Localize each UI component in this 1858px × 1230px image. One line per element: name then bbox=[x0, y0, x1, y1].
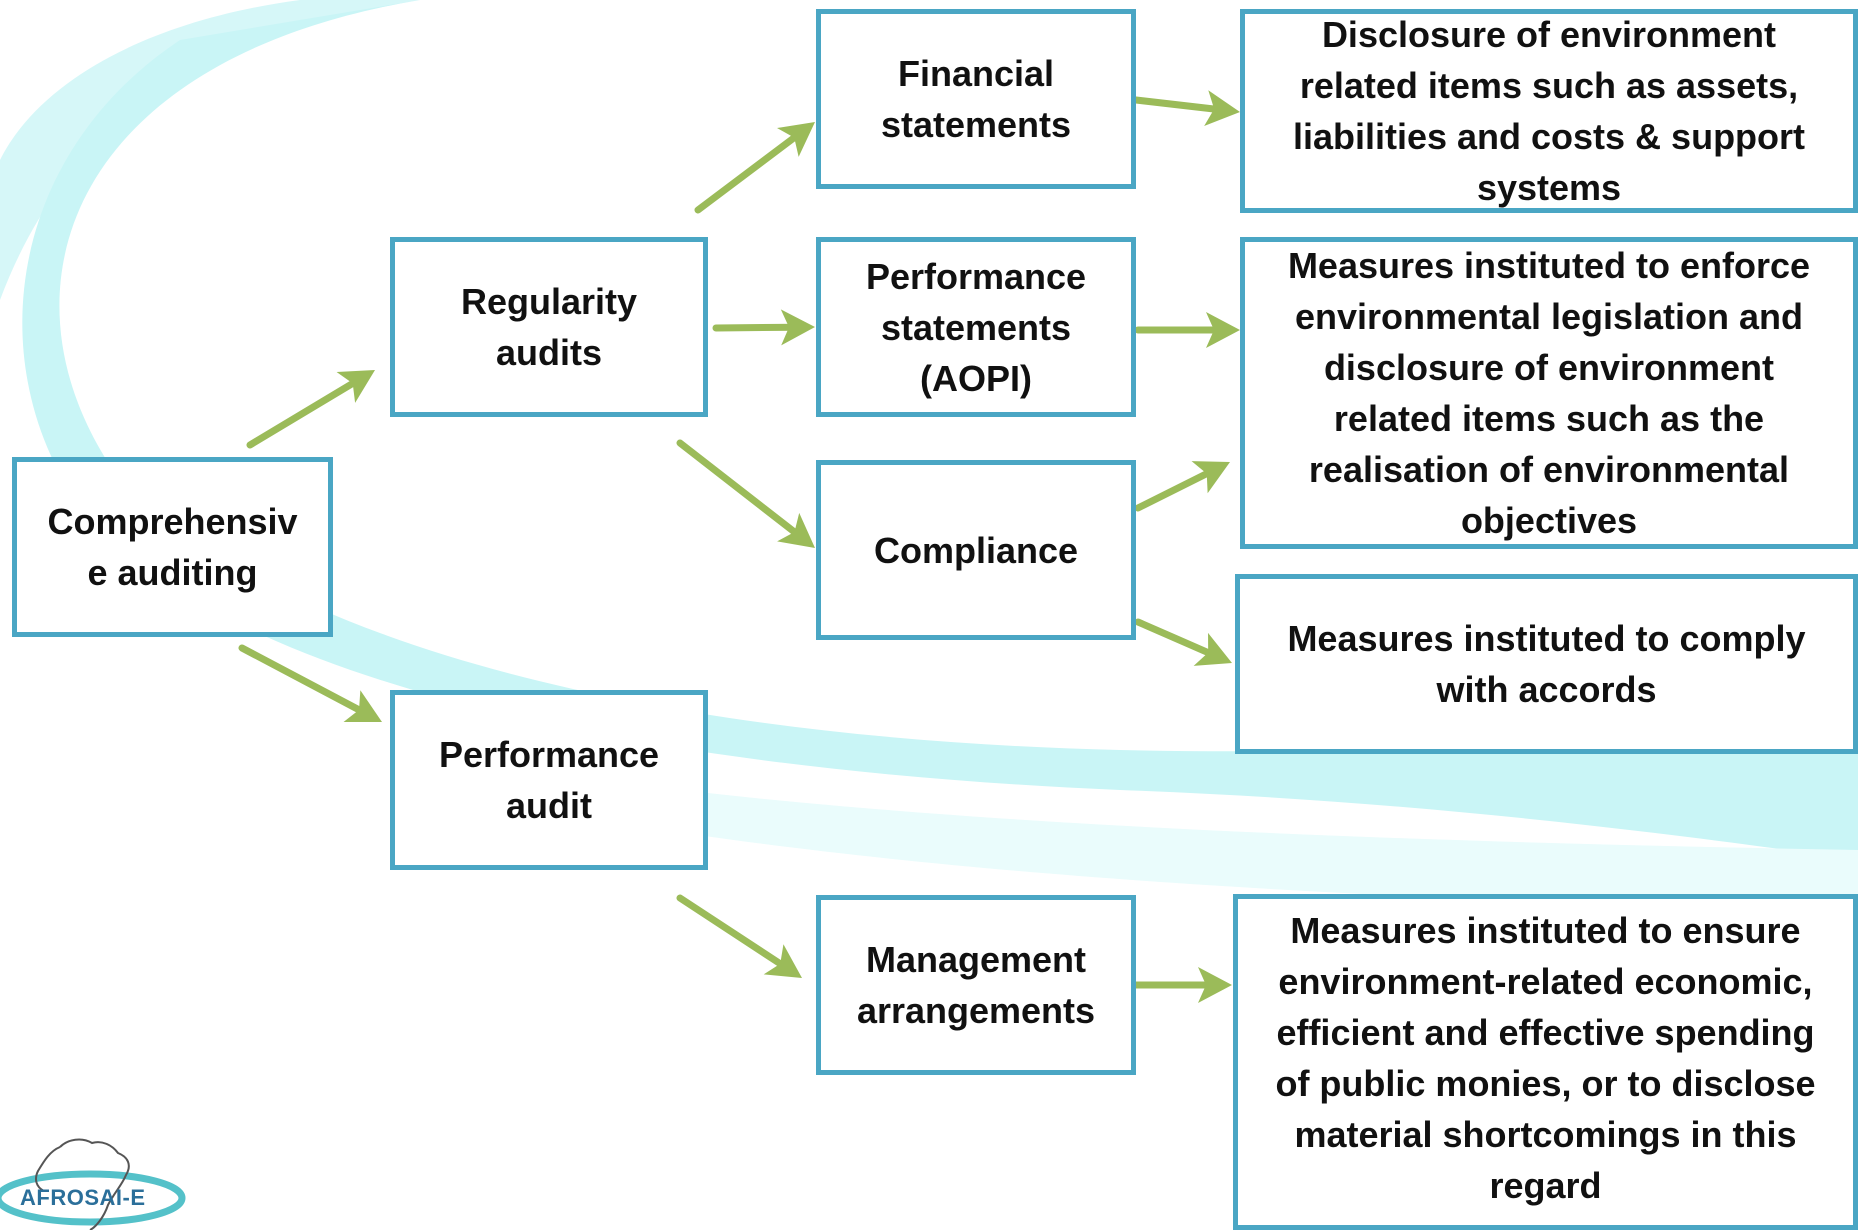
logo-africa-outline bbox=[35, 1138, 130, 1230]
node-comply-with-accords: Measures instituted to comply with accord… bbox=[1235, 574, 1858, 754]
node-line: Management bbox=[865, 939, 1087, 980]
swoosh-band-upper bbox=[0, 0, 420, 300]
node-line: Regularity bbox=[460, 281, 638, 322]
swoosh-band-main bbox=[22, 0, 1858, 860]
node-line: Measures instituted to comply bbox=[1287, 618, 1806, 659]
swoosh-band-lower bbox=[600, 780, 1858, 910]
node-line: audit bbox=[505, 785, 592, 826]
node-line: Compliance bbox=[873, 529, 1079, 571]
node-disclosure-assets-liabilities: Disclosure of environment related items s… bbox=[1240, 9, 1858, 213]
node-line: audits bbox=[495, 332, 602, 373]
node-compliance: Compliance bbox=[816, 460, 1136, 640]
node-line: Financial bbox=[897, 53, 1055, 94]
node-management-arrangements: Management arrangements bbox=[816, 895, 1136, 1075]
node-line: (AOPI) bbox=[919, 357, 1032, 399]
node-line: objectives bbox=[1460, 500, 1638, 541]
node-line: arrangements bbox=[856, 990, 1096, 1031]
node-line: liabilities and costs & support bbox=[1292, 116, 1806, 157]
node-regularity-audits: Regularity audits bbox=[390, 237, 708, 417]
node-line: Performance bbox=[438, 734, 660, 775]
node-line: disclosure of environment bbox=[1323, 347, 1775, 388]
node-line: e auditing bbox=[87, 552, 258, 593]
node-line: related items such as the bbox=[1333, 398, 1765, 439]
africa-map-logo-icon bbox=[0, 1138, 186, 1230]
node-enforce-legislation: Measures instituted to enforce environmen… bbox=[1240, 237, 1858, 549]
node-line: with accords bbox=[1436, 669, 1657, 710]
node-line: Performance bbox=[865, 255, 1087, 297]
logo-ring bbox=[0, 1170, 186, 1226]
node-line: Measures instituted to ensure bbox=[1290, 910, 1801, 951]
node-line: Measures instituted to enforce bbox=[1287, 245, 1811, 286]
node-performance-audit: Performance audit bbox=[390, 690, 708, 870]
node-line: regard bbox=[1489, 1165, 1602, 1206]
node-line: realisation of environmental bbox=[1308, 449, 1790, 490]
node-line: material shortcomings in this bbox=[1294, 1114, 1797, 1155]
node-line: statements bbox=[880, 306, 1072, 348]
node-economic-spending: Measures instituted to ensure environment… bbox=[1233, 894, 1858, 1230]
node-comprehensive-auditing: Comprehensiv e auditing bbox=[12, 457, 333, 637]
node-line: Disclosure of environment bbox=[1321, 14, 1777, 55]
node-line: related items such as assets, bbox=[1299, 65, 1799, 106]
node-line: environment-related economic, bbox=[1278, 961, 1813, 1002]
node-financial-statements: Financial statements bbox=[816, 9, 1136, 189]
node-performance-statements: Performance statements (AOPI) bbox=[816, 237, 1136, 417]
node-line: systems bbox=[1476, 167, 1622, 208]
logo-text: AFROSAI-E bbox=[20, 1185, 146, 1210]
node-line: Comprehensiv bbox=[47, 501, 298, 542]
node-line: statements bbox=[880, 104, 1072, 145]
node-line: environmental legislation and bbox=[1294, 296, 1804, 337]
node-line: of public monies, or to disclose bbox=[1275, 1063, 1816, 1104]
node-line: efficient and effective spending bbox=[1276, 1012, 1815, 1053]
